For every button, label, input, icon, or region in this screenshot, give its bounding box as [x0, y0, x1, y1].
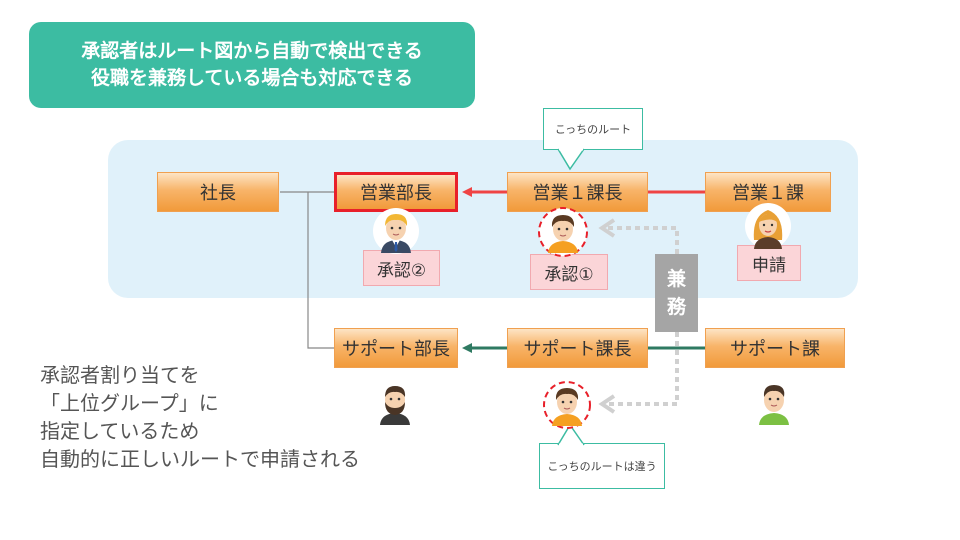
headline-line-1: 承認者はルート図から自動で検出できる [81, 40, 423, 62]
tag-approval-2-label: 承認② [376, 260, 427, 281]
dotted-arrowhead-lower [598, 394, 616, 414]
tag-request-label: 申請 [752, 255, 786, 276]
callout-this-route-text: こっちのルート [554, 123, 632, 136]
box-sales-section-label: 営業１課 [732, 183, 804, 204]
tag-approval-1: 承認① [530, 254, 608, 290]
avatar-support-staff-icon [751, 379, 797, 425]
box-support-section: サポート課 [705, 328, 845, 368]
note-line-2: 「上位グループ」に [40, 391, 219, 415]
callout-this-route-pointer [557, 148, 585, 171]
note-line-1: 承認者割り当てを [40, 363, 200, 387]
callout-this-route: こっちのルート [543, 108, 643, 150]
kenmu-char-2: 務 [666, 296, 686, 318]
kenmu-concurrent-post-label: 兼 務 [655, 254, 698, 332]
avatar-sales-manager-icon [373, 208, 419, 254]
box-sales-section-chief-label: 営業１課長 [532, 183, 623, 204]
box-sales-manager: 営業部長 [334, 172, 458, 212]
box-support-chief-label: サポート課長 [523, 339, 632, 360]
note-line-4: 自動的に正しいルートで申請される [40, 447, 360, 471]
tag-request: 申請 [737, 245, 801, 281]
avatar-sales-chief-icon [538, 207, 588, 257]
explanation-note: 承認者割り当てを 「上位グループ」に 指定しているため 自動的に正しいルートで申… [40, 361, 360, 473]
note-line-3: 指定しているため [40, 419, 200, 443]
box-president-label: 社長 [200, 183, 236, 204]
box-support-manager: サポート部長 [334, 328, 458, 368]
org-line-president-support [307, 192, 334, 349]
callout-other-route-text: こっちのルートは違う [547, 460, 657, 473]
tag-approval-1-label: 承認① [544, 264, 594, 285]
sales-route-area [108, 140, 858, 298]
box-support-section-label: サポート課 [730, 339, 820, 360]
tag-approval-2: 承認② [363, 250, 440, 286]
callout-other-route: こっちのルートは違う [539, 443, 665, 489]
headline-line-2: 役職を兼務している場合も対応できる [90, 67, 414, 89]
box-sales-manager-label: 営業部長 [360, 183, 432, 204]
box-sales-section-chief: 営業１課長 [507, 172, 648, 212]
box-support-chief: サポート課長 [507, 328, 648, 368]
avatar-support-manager-icon [372, 379, 418, 425]
kenmu-char-1: 兼 [666, 268, 686, 290]
headline-banner: 承認者はルート図から自動で検出できる 役職を兼務している場合も対応できる [29, 22, 475, 108]
dotted-line-lower [606, 332, 679, 406]
dotted-line-upper [606, 226, 679, 254]
dotted-arrowhead-upper [598, 218, 616, 238]
box-president: 社長 [157, 172, 279, 212]
avatar-support-chief-icon [543, 381, 591, 429]
box-support-manager-label: サポート部長 [342, 339, 450, 360]
avatar-sales-staff-icon [745, 203, 791, 249]
